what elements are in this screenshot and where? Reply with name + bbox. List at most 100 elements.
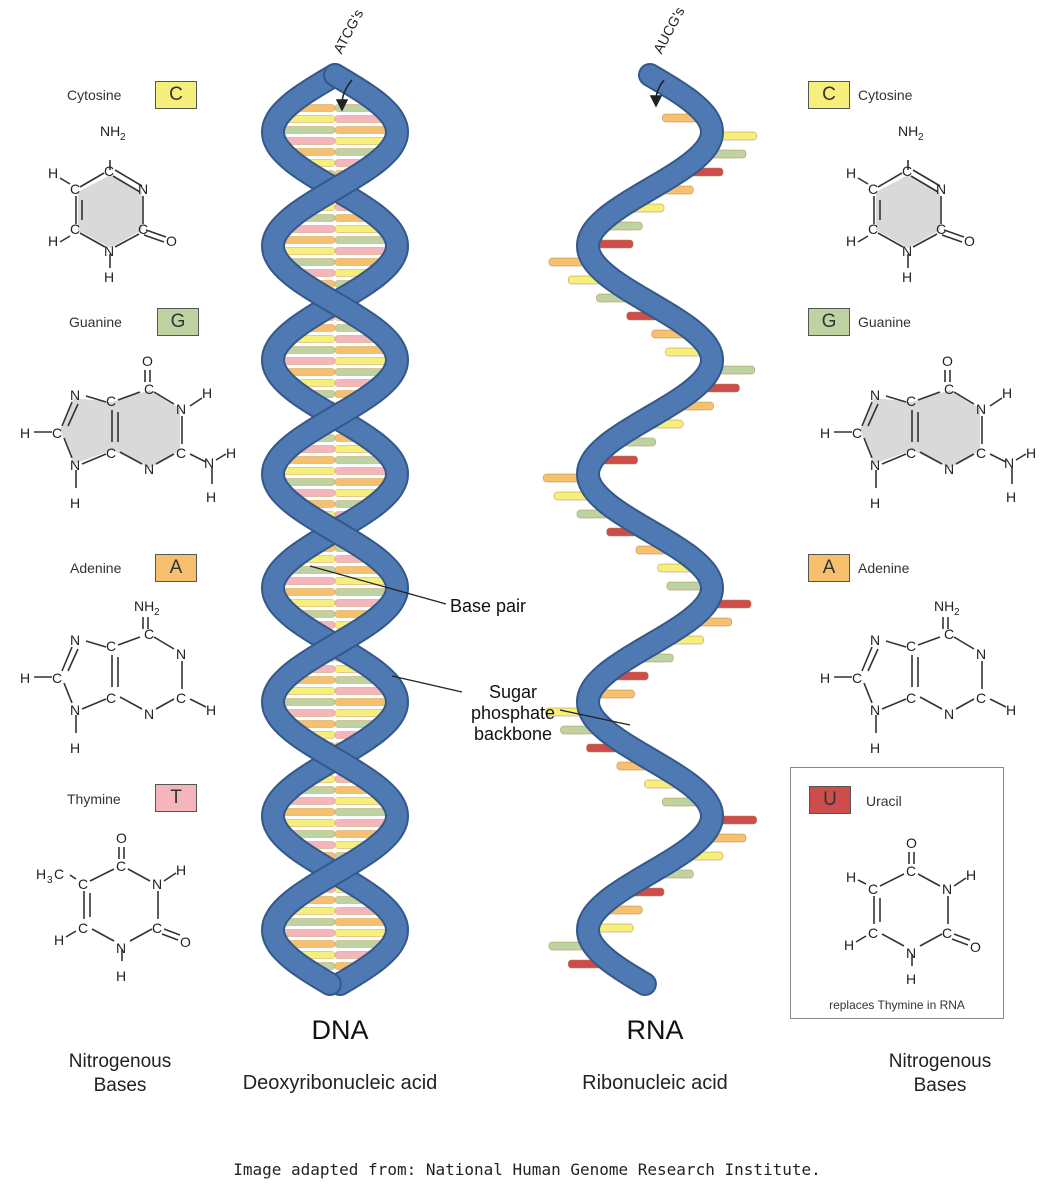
dna-base-left (280, 929, 336, 937)
svg-text:C: C (906, 638, 916, 654)
dna-base-right (334, 478, 388, 486)
svg-text:H: H (846, 165, 856, 181)
svg-text:C: C (116, 858, 126, 874)
dna-base-left (282, 478, 336, 486)
dna-base-left (280, 698, 336, 706)
left-guanine-badge: G (157, 308, 199, 336)
svg-text:H: H (820, 425, 830, 441)
svg-text:O: O (906, 835, 917, 851)
svg-text:C: C (106, 393, 116, 409)
left-column-label: Nitrogenous Bases (40, 1050, 200, 1098)
svg-text:H: H (226, 445, 236, 461)
left-thymine-badge: T (155, 784, 197, 812)
helix-illustration (260, 63, 757, 996)
dna-base-left (281, 247, 336, 255)
dna-title: DNA (311, 1015, 369, 1045)
svg-text:N: N (204, 455, 214, 471)
svg-text:H: H (846, 869, 856, 885)
svg-text:N: N (144, 706, 154, 722)
dna-base-left (280, 126, 336, 134)
svg-text:N: N (944, 706, 954, 722)
left-guanine-label: Guanine (69, 314, 122, 330)
uracil-note: replaces Thymine in RNA (829, 998, 965, 1012)
left-thymine-label: Thymine (67, 791, 121, 807)
svg-text:C: C (868, 881, 878, 897)
svg-text:H: H (54, 932, 64, 948)
svg-text:3: 3 (47, 875, 53, 886)
dna-backbone-front (260, 63, 410, 996)
dna-base-right (334, 236, 389, 244)
svg-text:C: C (976, 445, 986, 461)
svg-text:N: N (944, 461, 954, 477)
svg-text:C: C (78, 920, 88, 936)
rna-strand (577, 65, 723, 994)
svg-text:H: H (48, 233, 58, 249)
right-uracil-structure: O C N H C O N H C H C H (844, 835, 981, 987)
svg-text:H: H (116, 968, 126, 984)
svg-text:N: N (902, 243, 912, 259)
right-column-label-line2: Bases (913, 1075, 967, 1096)
dna-strand-b (262, 65, 408, 994)
dna-base-right (334, 467, 390, 475)
left-adenine-badge: A (155, 554, 197, 582)
svg-text:C: C (70, 181, 80, 197)
svg-text:H: H (70, 495, 80, 511)
right-adenine-label: Adenine (858, 560, 910, 576)
right-cytosine-label: Cytosine (858, 87, 913, 103)
svg-text:H: H (846, 233, 856, 249)
svg-text:H: H (1006, 489, 1016, 505)
svg-text:C: C (902, 163, 912, 179)
svg-text:H: H (176, 862, 186, 878)
svg-text:H: H (966, 867, 976, 883)
svg-text:2: 2 (954, 607, 960, 618)
svg-text:C: C (906, 690, 916, 706)
svg-text:N: N (70, 632, 80, 648)
right-uracil-badge: U (809, 786, 851, 814)
backbone-callout: Sugar phosphate backbone (458, 682, 568, 745)
svg-text:C: C (868, 925, 878, 941)
svg-text:2: 2 (918, 132, 924, 143)
right-uracil-label: Uracil (866, 793, 902, 809)
svg-text:N: N (870, 702, 880, 718)
svg-text:O: O (970, 939, 981, 955)
svg-text:H: H (1002, 385, 1012, 401)
svg-text:H: H (48, 165, 58, 181)
svg-text:2: 2 (154, 607, 160, 618)
svg-text:C: C (906, 393, 916, 409)
svg-text:NH: NH (100, 123, 120, 139)
dna-base-right (334, 819, 389, 827)
svg-text:NH: NH (134, 598, 154, 614)
svg-text:N: N (976, 646, 986, 662)
svg-text:O: O (964, 233, 975, 249)
dna-base-right (334, 698, 390, 706)
svg-text:C: C (70, 221, 80, 237)
dna-base-left (282, 137, 336, 145)
left-adenine-label: Adenine (70, 560, 122, 576)
backbone-callout-line2: phosphate (470, 703, 556, 723)
svg-text:C: C (152, 920, 162, 936)
svg-text:H: H (202, 385, 212, 401)
svg-text:N: N (176, 646, 186, 662)
svg-text:N: N (936, 181, 946, 197)
dna-base-left (281, 588, 336, 596)
svg-text:C: C (906, 863, 916, 879)
svg-text:C: C (944, 626, 954, 642)
svg-text:H: H (20, 670, 30, 686)
svg-text:N: N (870, 632, 880, 648)
svg-text:N: N (138, 181, 148, 197)
dna-base-right (334, 918, 388, 926)
left-guanine-structure: O C N H C N C C N C H N H N H H (20, 353, 236, 511)
svg-text:N: N (870, 387, 880, 403)
svg-text:N: N (1004, 455, 1014, 471)
svg-text:H: H (870, 495, 880, 511)
svg-text:N: N (152, 876, 162, 892)
svg-text:H: H (906, 971, 916, 987)
dna-base-left (281, 819, 336, 827)
dna-base-right (334, 247, 389, 255)
rna-backbone (575, 63, 725, 996)
svg-text:H: H (20, 425, 30, 441)
dna-subtitle: Deoxyribonucleic acid (242, 1072, 438, 1094)
